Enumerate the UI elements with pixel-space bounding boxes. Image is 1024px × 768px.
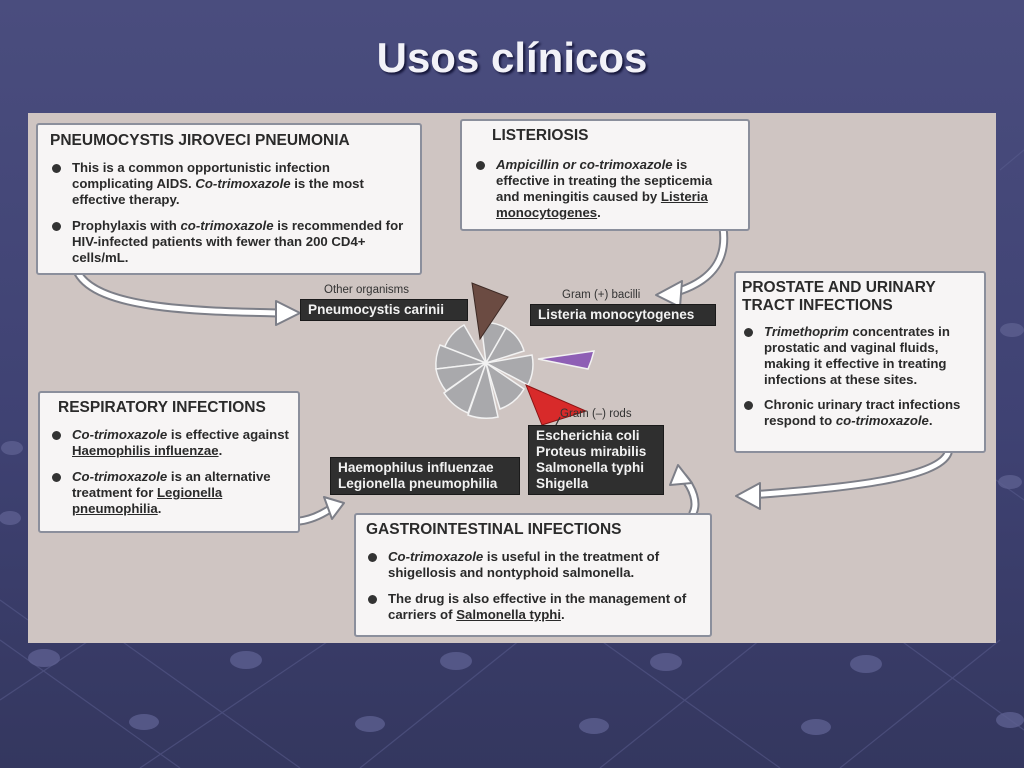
- arrowhead-respiratory: [323, 496, 345, 520]
- diagram-graphics: [73, 223, 953, 526]
- prostate-bullet-2: Chronic urinary tract infections respond…: [742, 397, 976, 429]
- arrowhead-pneumocystis: [275, 300, 301, 326]
- pie-slice-gray-2: [484, 326, 525, 365]
- pneumocystis-bullet-1: This is a common opportunistic infection…: [50, 160, 410, 208]
- arrowhead-gastrointestinal: [669, 464, 693, 486]
- gastrointestinal-box: GASTROINTESTINAL INFECTIONS Co-trimoxazo…: [354, 513, 712, 637]
- caption-gram-negative: Gram (–) rods: [560, 408, 632, 420]
- organism-legionella: Legionella pneumophilia: [338, 476, 498, 491]
- pie-slice-brown: [471, 282, 509, 341]
- organism-salmonella: Salmonella typhi: [536, 460, 645, 475]
- organism-escherichia: Escherichia coli: [536, 428, 640, 443]
- prostate-bullet-1: Trimethoprim concentrates in prostatic a…: [742, 324, 976, 388]
- caption-other-organisms: Other organisms: [324, 284, 410, 296]
- arrowhead-listeriosis: [655, 280, 683, 308]
- listeriosis-box: LISTERIOSIS Ampicillin or co-trimoxazole…: [460, 119, 750, 231]
- pneumocystis-heading: PNEUMOCYSTIS JIROVECI PNEUMONIA: [50, 132, 350, 149]
- pie-slice-gray-8: [484, 361, 526, 410]
- organism-proteus: Proteus mirabilis: [536, 444, 647, 459]
- caption-gram-positive: Gram (+) bacilli: [562, 289, 641, 301]
- pie-slice-gray-9: [483, 354, 534, 387]
- respiratory-bullet-2: Co-trimoxazole is an alternative treatme…: [50, 469, 290, 517]
- bullet-dot: [52, 164, 61, 173]
- prostate-heading: PROSTATE AND URINARY TRACT INFECTIONS: [742, 279, 936, 314]
- tag-listeria: Listeria monocytogenes: [530, 304, 716, 326]
- bullet-dot: [52, 222, 61, 231]
- slide-title: Usos clínicos: [376, 34, 648, 81]
- pneumocystis-box: PNEUMOCYSTIS JIROVECI PNEUMONIA This is …: [36, 123, 422, 275]
- bullet-dot: [52, 431, 61, 440]
- arrowhead-prostate: [735, 482, 761, 510]
- respiratory-heading: RESPIRATORY INFECTIONS: [58, 399, 266, 416]
- respiratory-bullet-1: Co-trimoxazole is effective against Haem…: [50, 427, 290, 459]
- arrow-listeriosis: [668, 223, 729, 298]
- organism-pie: [435, 282, 595, 446]
- bullet-dot: [744, 328, 753, 337]
- gastrointestinal-heading: GASTROINTESTINAL INFECTIONS: [366, 521, 622, 538]
- listeriosis-bullet-1: Ampicillin or co-trimoxazole is effectiv…: [474, 157, 738, 221]
- bullet-dot: [476, 161, 485, 170]
- bullet-dot: [52, 473, 61, 482]
- pie-slice-gray-7: [467, 360, 499, 419]
- prostate-box: PROSTATE AND URINARY TRACT INFECTIONS Tr…: [734, 271, 986, 453]
- organism-haemophilus: Haemophilus influenzae: [338, 460, 494, 475]
- gastrointestinal-bullet-1: Co-trimoxazole is useful in the treatmen…: [366, 549, 702, 581]
- bullet-dot: [368, 553, 377, 562]
- respiratory-box: RESPIRATORY INFECTIONS Co-trimoxazole is…: [38, 391, 300, 533]
- arrow-prostate: [745, 448, 953, 500]
- listeriosis-heading: LISTERIOSIS: [492, 127, 589, 144]
- gastrointestinal-bullet-2: The drug is also effective in the manage…: [366, 591, 702, 623]
- arrow-pneumocystis: [73, 268, 283, 318]
- tag-pneumocystis-carinii: Pneumocystis carinii: [300, 299, 468, 321]
- pie-slice-red: [525, 384, 588, 426]
- bullet-dot: [368, 595, 377, 604]
- organism-shigella: Shigella: [536, 476, 589, 491]
- tag-haemophilus-list: Haemophilus influenzae Legionella pneumo…: [330, 457, 520, 495]
- clinical-uses-figure: PNEUMOCYSTIS JIROVECI PNEUMONIA This is …: [28, 113, 996, 643]
- pie-slice-purple: [537, 350, 595, 370]
- pneumocystis-bullet-2: Prophylaxis with co-trimoxazole is recom…: [50, 218, 410, 266]
- tag-gram-negative-list: Escherichia coli Proteus mirabilis Salmo…: [528, 425, 664, 495]
- bullet-dot: [744, 401, 753, 410]
